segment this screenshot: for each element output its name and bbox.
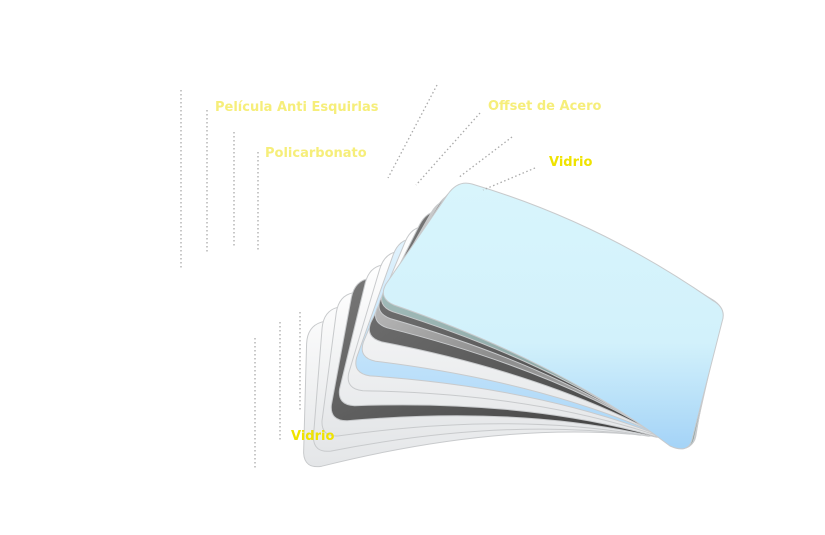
- label-polycarbonate: Policarbonato: [265, 146, 367, 161]
- label-glass-top: Vidrio: [549, 155, 593, 170]
- label-glass-bottom: Vidrio: [291, 429, 335, 444]
- leader-line: [457, 136, 513, 179]
- leader-line: [415, 112, 481, 186]
- glass-front-layer: [382, 182, 724, 450]
- leader-line: [387, 84, 438, 179]
- leader-lines: [180, 84, 536, 468]
- leader-line: [482, 167, 536, 191]
- layer-stack: [303, 182, 724, 468]
- label-steel-offset: Offset de Acero: [488, 99, 602, 114]
- label-anti-shatter-film: Película Anti Esquirlas: [215, 100, 379, 115]
